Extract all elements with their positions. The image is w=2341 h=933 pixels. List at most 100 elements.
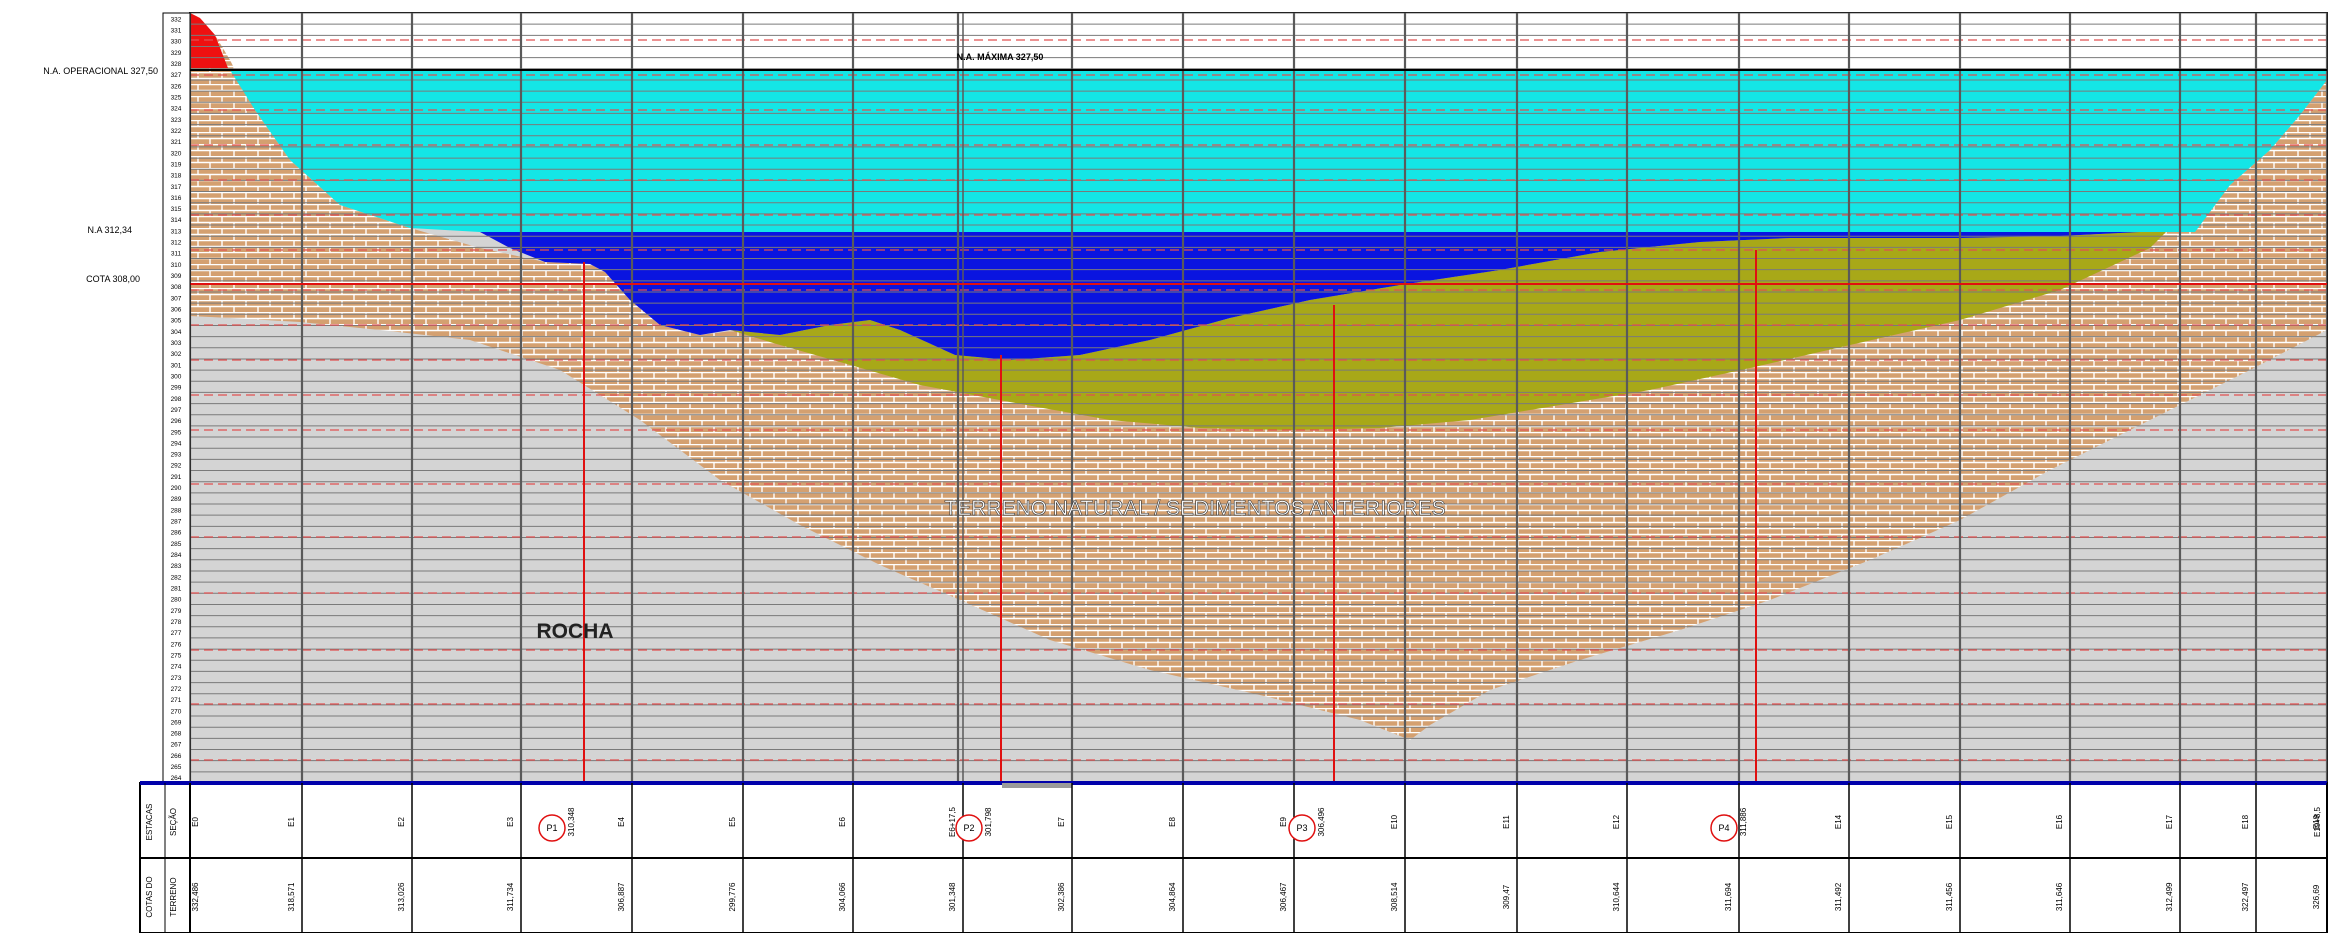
elevation-tick-label: 328 (171, 61, 182, 68)
elevation-tick-label: 264 (171, 775, 182, 782)
elevation-tick-label: 318 (171, 173, 182, 180)
probe-depth-note: 311,886 (1739, 807, 1748, 836)
elevation-value: 311,734 (506, 882, 515, 911)
elevation-tick-label: 274 (171, 664, 182, 671)
elevation-tick-label: 285 (171, 541, 182, 548)
elevation-tick-label: 265 (171, 764, 182, 771)
elevation-tick-label: 294 (171, 440, 182, 447)
probe-label: P2 (963, 823, 974, 833)
operational-level-label: N.A. OPERACIONAL 327,50 (43, 66, 158, 76)
station-label: E14 (1834, 814, 1843, 829)
elevation-tick-label: 300 (171, 373, 182, 380)
elevation-tick-label: 278 (171, 619, 182, 626)
elevation-tick-label: 302 (171, 351, 182, 358)
rock-zone-label: ROCHA (537, 620, 614, 643)
elevation-tick-label: 284 (171, 552, 182, 559)
elevation-tick-label: 314 (171, 217, 182, 224)
table-row-header-stations: ESTACAS SEÇÃO (145, 804, 178, 841)
probe-circle (1710, 814, 1738, 842)
elevation-tick-label: 329 (171, 50, 182, 57)
elevation-value: 304,864 (1168, 882, 1177, 911)
elevation-tick-label: 319 (171, 161, 182, 168)
table-row-header-elevations: COTAS DO TERRENO (145, 876, 178, 917)
elevation-value: 312,499 (2165, 882, 2174, 911)
probe-label: P3 (1296, 823, 1307, 833)
elevation-tick-label: 320 (171, 150, 182, 157)
probe-circle (1288, 814, 1316, 842)
probe-depth-note: 306,496 (1317, 807, 1326, 836)
elevation-tick-label: 322 (171, 128, 182, 135)
station-label: E5 (728, 817, 737, 827)
svg-text:TERRENO: TERRENO (169, 877, 178, 916)
elevation-value: 299,776 (728, 882, 737, 911)
elevation-tick-label: 291 (171, 474, 182, 481)
elevation-tick-label: 306 (171, 307, 182, 314)
elevation-grid (190, 13, 2327, 783)
elevation-tick-label: 310 (171, 262, 182, 269)
elevation-tick-label: 311 (171, 251, 182, 258)
elevation-tick-label: 282 (171, 574, 182, 581)
svg-text:ESTACAS: ESTACAS (145, 804, 154, 841)
elevation-value: 311,694 (1724, 882, 1733, 911)
elevation-tick-label: 309 (171, 273, 182, 280)
station-label: E10 (1390, 814, 1399, 829)
elevation-value: 311,456 (1945, 882, 1954, 911)
probe-label: P4 (1718, 823, 1729, 833)
elevation-tick-label: 323 (171, 117, 182, 124)
elevation-tick-label: 330 (171, 39, 182, 46)
elevation-tick-label: 317 (171, 184, 182, 191)
elevation-value: 311,492 (1834, 882, 1843, 911)
station-table: E0E1E2E3E4E5E6E6+17,5E7E8E9E10E11E12E13E… (189, 783, 2328, 933)
elevation-value: 326,69 (2312, 884, 2321, 909)
elevation-tick-label: 331 (171, 28, 182, 35)
station-label: E19+8,5 (2313, 806, 2322, 837)
elevation-tick-label: 268 (171, 731, 182, 738)
probe-depth-note: 310,348 (567, 807, 576, 836)
elevation-value: 306,467 (1279, 882, 1288, 911)
elevation-tick-label: 267 (171, 742, 182, 749)
station-label: E18 (2241, 814, 2250, 829)
elevation-tick-label: 270 (171, 708, 182, 715)
elevation-tick-label: 281 (171, 586, 182, 593)
max-level-label: N.A. MÁXIMA 327,50 (957, 52, 1044, 62)
elevation-tick-label: 269 (171, 719, 182, 726)
svg-text:SEÇÃO: SEÇÃO (169, 808, 178, 836)
elevation-tick-label: 307 (171, 295, 182, 302)
water-lower (480, 232, 2180, 360)
elevation-value: 301,348 (948, 882, 957, 911)
elevation-tick-label: 301 (171, 362, 182, 369)
station-label: E7 (1057, 817, 1066, 827)
elevation-tick-label: 297 (171, 407, 182, 414)
elevation-value: 322,497 (2241, 882, 2250, 911)
elevation-value: 311,646 (2055, 882, 2064, 911)
elevation-tick-label: 266 (171, 753, 182, 760)
station-label: E6 (838, 817, 847, 827)
elevation-tick-label: 290 (171, 485, 182, 492)
elevation-tick-label: 288 (171, 507, 182, 514)
elevation-value: 308,514 (1390, 882, 1399, 911)
probe-circle (955, 814, 983, 842)
station-label: E9 (1279, 817, 1288, 827)
station-label: E12 (1612, 814, 1621, 829)
elevation-tick-label: 327 (171, 72, 182, 79)
air-zone (190, 13, 2327, 70)
elevation-tick-label: 292 (171, 463, 182, 470)
station-label: E19 (2312, 814, 2321, 829)
station-label: E15 (1945, 814, 1954, 829)
elevation-tick-label: 296 (171, 418, 182, 425)
elevation-tick-label: 295 (171, 429, 182, 436)
elevation-tick-label: 289 (171, 496, 182, 503)
current-level-label: N.A 312,34 (87, 225, 132, 235)
elevation-tick-label: 321 (171, 139, 182, 146)
elevation-tick-label: 275 (171, 652, 182, 659)
elevation-value: 304,066 (838, 882, 847, 911)
sediment-zone (730, 218, 2180, 430)
elevation-tick-label: 293 (171, 452, 182, 459)
elevation-tick-label: 324 (171, 106, 182, 113)
elevation-value: 309,47 (1502, 884, 1511, 909)
station-grid (190, 13, 2327, 783)
elevation-scale: 3323313303293283273263253243233223213203… (171, 16, 182, 782)
elevation-tick-label: 283 (171, 563, 182, 570)
elevation-value: 306,887 (617, 882, 626, 911)
elevation-tick-label: 316 (171, 195, 182, 202)
